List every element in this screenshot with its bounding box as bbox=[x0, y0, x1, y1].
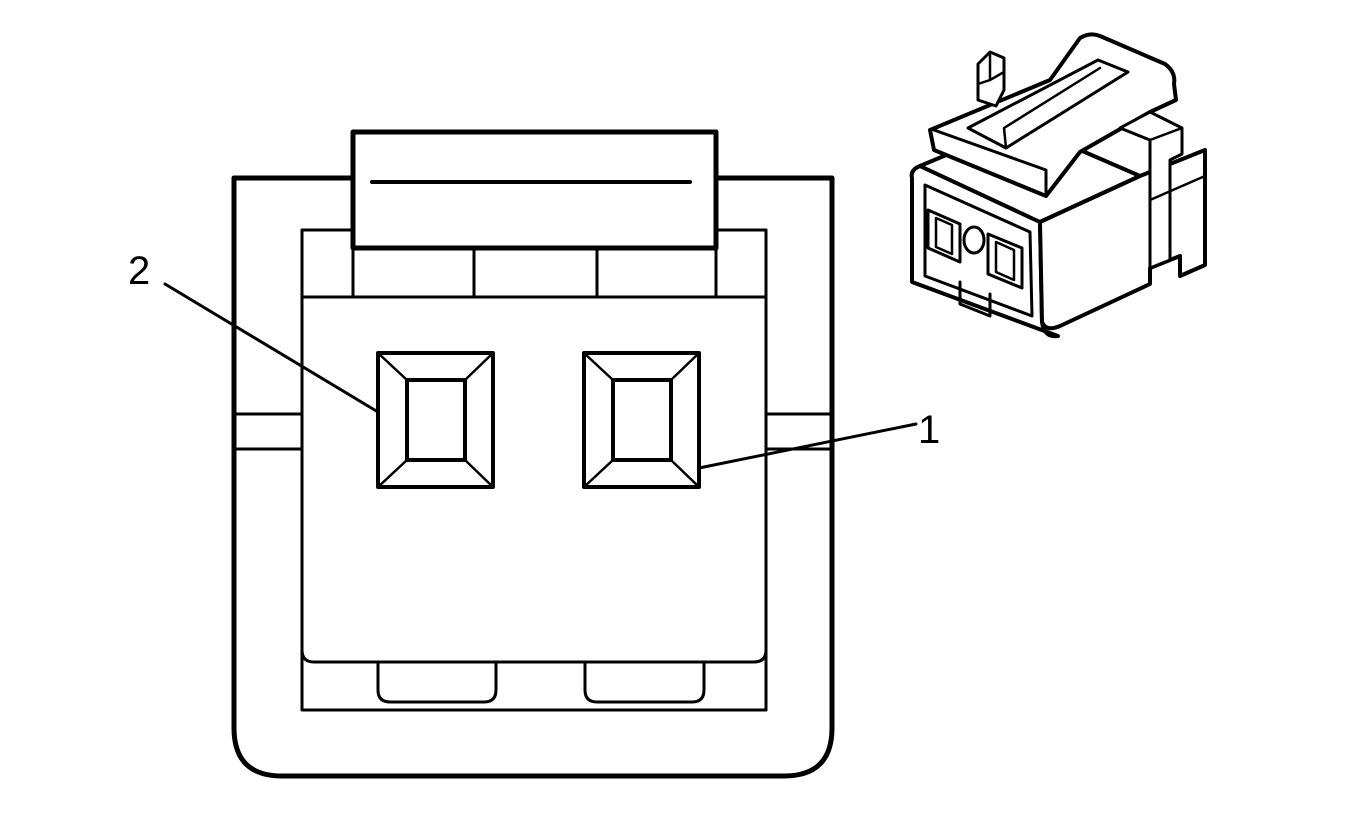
leader-line-2 bbox=[163, 282, 380, 414]
bottom-latch-left bbox=[376, 660, 498, 704]
side-slot-left bbox=[232, 412, 304, 451]
isometric-cavity-right bbox=[986, 232, 1024, 290]
isometric-polarity-key bbox=[962, 225, 986, 255]
isometric-cavity-left bbox=[926, 208, 962, 264]
locking-tab bbox=[350, 129, 719, 251]
callout-label-1: 1 bbox=[918, 408, 940, 452]
inner-frame bbox=[300, 228, 768, 712]
outer-housing bbox=[231, 175, 835, 779]
callout-label-2: 2 bbox=[128, 249, 150, 293]
terminal-block bbox=[300, 295, 768, 664]
leader-line-1 bbox=[697, 422, 918, 470]
bottom-latch-right bbox=[583, 660, 706, 704]
terminal-cavity-2 bbox=[376, 351, 495, 489]
connector-isometric-view bbox=[909, 32, 1207, 339]
connector-face-view bbox=[163, 129, 918, 779]
terminal-cavity-1 bbox=[582, 351, 701, 489]
